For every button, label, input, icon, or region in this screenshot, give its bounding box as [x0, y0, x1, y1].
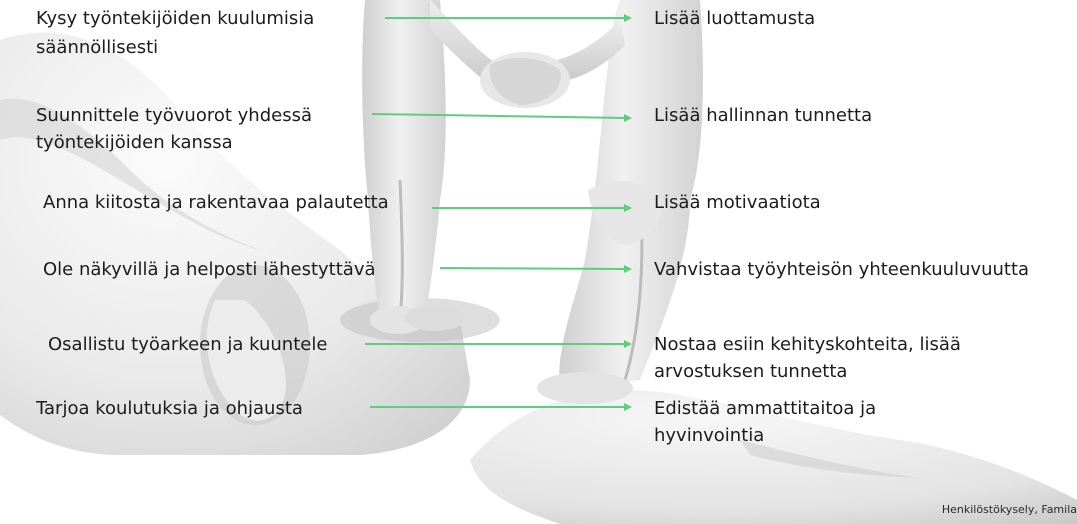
effect-label-1: Lisää luottamusta — [654, 7, 815, 31]
action-label-4: Ole näkyvillä ja helposti lähestyttävä — [43, 258, 376, 282]
source-credit: Henkilöstökysely, Famila — [942, 503, 1077, 516]
action-label-1-line2: säännöllisesti — [36, 36, 158, 60]
action-label-3: Anna kiitosta ja rakentavaa palautetta — [43, 191, 389, 215]
action-label-2-line2: työntekijöiden kanssa — [36, 131, 233, 155]
effect-label-3: Lisää motivaatiota — [654, 191, 821, 215]
handshake — [480, 52, 570, 108]
effect-label-2: Lisää hallinnan tunnetta — [654, 104, 872, 128]
effect-label-4: Vahvistaa työyhteisön yhteenkuuluvuutta — [654, 258, 1029, 282]
effect-label-5-line2: arvostuksen tunnetta — [654, 360, 847, 384]
effect-label-5: Nostaa esiin kehityskohteita, lisää — [654, 333, 961, 357]
action-label-2: Suunnittele työvuorot yhdessä — [36, 104, 312, 128]
effect-label-6-line2: hyvinvointia — [654, 424, 764, 448]
action-label-1: Kysy työntekijöiden kuulumisia — [36, 7, 314, 31]
action-label-5: Osallistu työarkeen ja kuuntele — [48, 333, 327, 357]
action-label-6: Tarjoa koulutuksia ja ohjausta — [36, 397, 303, 421]
arrow-4 — [440, 268, 626, 269]
effect-label-6: Edistää ammattitaitoa ja — [654, 397, 876, 421]
